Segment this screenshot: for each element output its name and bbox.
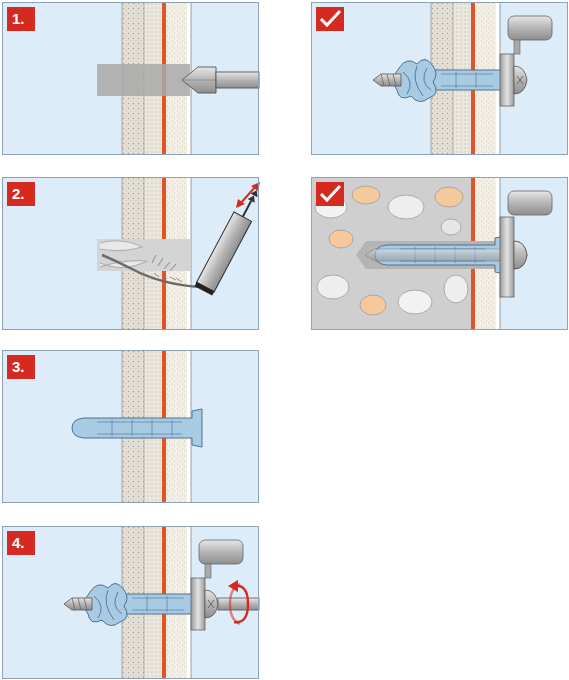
step-number: 1. xyxy=(12,10,35,28)
step-number: 4. xyxy=(12,534,35,552)
step-number: 3. xyxy=(12,358,35,376)
step-badge: 4. xyxy=(7,531,35,555)
step-badge: 1. xyxy=(7,7,35,31)
step-number: 2. xyxy=(12,185,35,203)
step-badge: 2. xyxy=(7,182,35,206)
step-badge: 3. xyxy=(7,355,35,379)
